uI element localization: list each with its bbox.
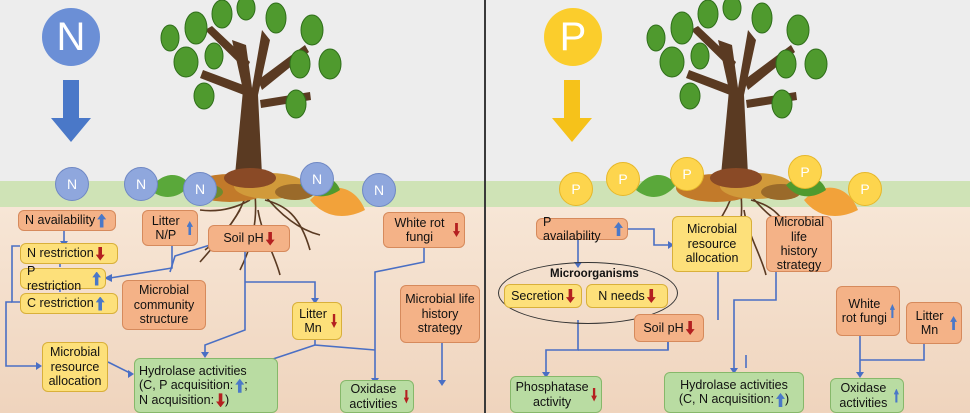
down-arrow-icon bbox=[265, 231, 275, 246]
nitrogen-panel: N N N N N N N availability N restriction… bbox=[0, 0, 484, 413]
down-arrow-icon bbox=[452, 223, 460, 237]
microbial-life-history-strategy-box: Microbial life history strategy bbox=[766, 215, 832, 272]
litter-mn-box: Litter Mn bbox=[906, 302, 962, 344]
panel-divider bbox=[484, 0, 486, 413]
p-particle: P bbox=[606, 162, 640, 196]
phosphorus-symbol-label: P bbox=[559, 14, 587, 59]
white-rot-fungi-box: White rot fungi bbox=[836, 286, 900, 336]
nitrogen-input-arrow bbox=[51, 80, 91, 142]
n-particle: N bbox=[55, 167, 89, 201]
secretion-box: Secretion bbox=[504, 284, 582, 308]
microbial-resource-allocation-box: Microbial resource allocation bbox=[672, 216, 752, 272]
phosphorus-panel: P P P P P P P availability Microbial res… bbox=[486, 0, 970, 413]
phosphatase-activity-box: Phosphatase activity bbox=[510, 376, 602, 413]
down-arrow-icon bbox=[591, 387, 597, 402]
microbial-life-history-strategy-box: Microbial life history strategy bbox=[400, 285, 480, 343]
microorganisms-title: Microorganisms bbox=[550, 268, 639, 280]
p-particle: P bbox=[559, 172, 593, 206]
up-arrow-icon bbox=[95, 296, 105, 311]
n-needs-box: N needs bbox=[586, 284, 668, 308]
p-restriction-box: P restriction bbox=[20, 264, 106, 293]
p-particle: P bbox=[848, 172, 882, 206]
microbial-resource-allocation-box: Microbial resource allocation bbox=[42, 342, 108, 392]
n-particle: N bbox=[183, 172, 217, 206]
tree-illustration bbox=[150, 0, 365, 276]
soil-ph-box: Soil pH bbox=[208, 225, 290, 252]
up-arrow-icon bbox=[893, 388, 899, 403]
up-arrow-icon bbox=[97, 213, 107, 228]
down-arrow-icon bbox=[95, 246, 105, 261]
up-arrow-icon bbox=[889, 304, 895, 318]
down-arrow-icon bbox=[216, 393, 226, 408]
leaf-litter-icon bbox=[150, 168, 365, 216]
n-restriction-box: N restriction bbox=[20, 243, 118, 264]
phosphorus-input-arrow bbox=[552, 80, 592, 142]
litter-np-box: Litter N/P bbox=[142, 210, 198, 246]
up-arrow-icon bbox=[186, 221, 193, 235]
up-arrow-icon bbox=[614, 222, 623, 236]
microbial-community-structure-box: Microbial community structure bbox=[122, 280, 206, 330]
phosphorus-symbol: P bbox=[544, 8, 602, 66]
down-arrow-icon bbox=[331, 314, 337, 328]
p-particle: P bbox=[788, 155, 822, 189]
oxidase-activities-box: Oxidase activities bbox=[340, 380, 414, 413]
microorganisms-ellipse bbox=[498, 262, 678, 324]
down-arrow-icon bbox=[565, 289, 575, 303]
soil-ph-box: Soil pH bbox=[634, 314, 704, 342]
up-arrow-icon bbox=[235, 378, 245, 393]
c-restriction-box: C restriction bbox=[20, 293, 118, 314]
leaf-litter-icon bbox=[636, 168, 858, 216]
litter-mn-box: Litter Mn bbox=[292, 302, 342, 340]
down-arrow-icon bbox=[685, 321, 695, 335]
n-particle: N bbox=[362, 173, 396, 207]
oxidase-activities-box: Oxidase activities bbox=[830, 378, 904, 413]
p-particle: P bbox=[670, 157, 704, 191]
down-arrow-icon bbox=[646, 289, 656, 303]
nitrogen-symbol-label: N bbox=[56, 14, 86, 59]
hydrolase-activities-box: Hydrolase activities (C, N acquisition:) bbox=[664, 372, 804, 413]
tree-illustration bbox=[636, 0, 858, 276]
p-availability-box: P availability bbox=[536, 215, 628, 243]
n-particle: N bbox=[124, 167, 158, 201]
down-arrow-icon bbox=[403, 389, 409, 404]
white-rot-fungi-box: White rot fungi bbox=[383, 212, 465, 248]
hydrolase-activities-box: Hydrolase activities (C, P acquisition:;… bbox=[134, 358, 278, 413]
up-arrow-icon bbox=[950, 316, 957, 330]
up-arrow-icon bbox=[776, 393, 785, 408]
n-particle: N bbox=[300, 162, 334, 196]
up-arrow-icon bbox=[92, 271, 101, 286]
n-availability-box: N availability bbox=[18, 210, 116, 231]
nitrogen-symbol: N bbox=[42, 8, 100, 66]
